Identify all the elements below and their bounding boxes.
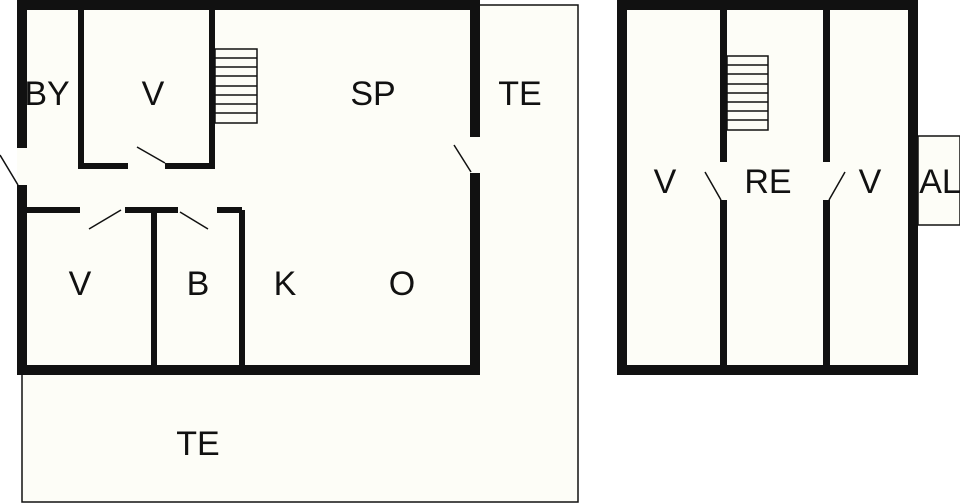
wall (165, 163, 215, 169)
room-label: BY (24, 75, 69, 113)
wall (78, 163, 128, 169)
room-label: AL (919, 163, 960, 201)
room-label: V (69, 265, 92, 303)
door-swings (704, 171, 846, 201)
wall (17, 0, 480, 10)
room-label: RE (744, 163, 791, 201)
wall (908, 0, 918, 375)
wall (470, 0, 480, 137)
upper-floor-plan: V RE V AL (617, 0, 960, 375)
wall (470, 173, 480, 375)
wall (27, 207, 80, 213)
room-label: V (142, 75, 165, 113)
room-label: V (654, 163, 677, 201)
room-label: TE (498, 75, 541, 113)
house-floor (17, 0, 480, 375)
wall (209, 10, 215, 169)
wall (617, 0, 918, 10)
room-label: O (389, 265, 415, 303)
wall (151, 207, 157, 367)
room-label: SP (350, 75, 395, 113)
wall (78, 10, 84, 169)
wall (217, 207, 242, 213)
wall (17, 0, 27, 148)
wall (239, 210, 245, 367)
wall (17, 365, 480, 375)
wall (823, 200, 830, 365)
stairs (726, 55, 769, 131)
stairs (214, 48, 258, 124)
wall (720, 10, 727, 162)
wall (617, 0, 627, 375)
door-swings (0, 144, 472, 230)
room-label: V (859, 163, 882, 201)
ground-floor-plan: BY V SP TE V B K O TE (0, 0, 579, 503)
room-label: K (274, 265, 297, 303)
wall (823, 10, 830, 162)
wall (720, 200, 727, 365)
wall (617, 365, 918, 375)
room-label: TE (176, 425, 219, 463)
wall (17, 185, 27, 375)
room-label: B (187, 265, 210, 303)
